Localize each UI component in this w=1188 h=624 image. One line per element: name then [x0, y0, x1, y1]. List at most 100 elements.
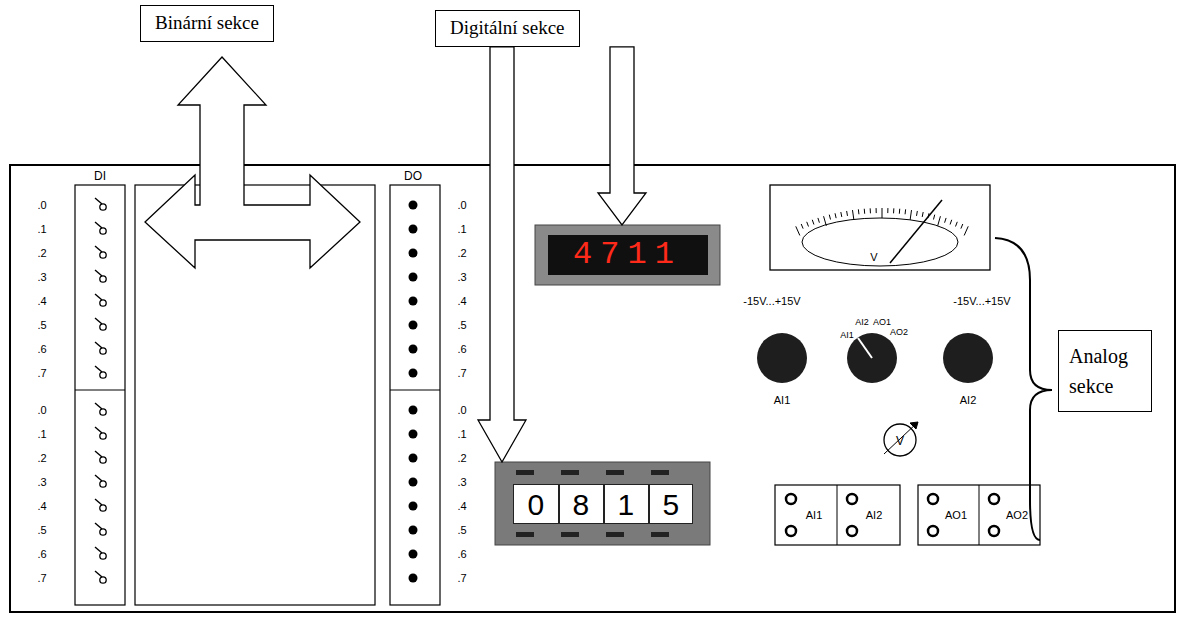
- scale-tick: [835, 213, 836, 218]
- switch-lever: [95, 342, 102, 348]
- switch-pivot: [100, 324, 106, 330]
- wheel-tick: [606, 532, 624, 537]
- scale-tick: [796, 226, 800, 235]
- di-column: [75, 185, 125, 605]
- node-text: Binární sekce: [155, 12, 259, 33]
- bit-number: .5: [457, 525, 466, 536]
- switch-pivot: [100, 409, 106, 415]
- led-dot: [409, 454, 418, 463]
- led-dot: [409, 550, 418, 559]
- switch-pivot: [100, 529, 106, 535]
- led-dots: [409, 201, 418, 583]
- signal-label: AI1: [840, 331, 854, 340]
- switch-lever: [95, 294, 102, 300]
- scale-tick: [922, 212, 924, 217]
- bit-number: .7: [37, 368, 46, 379]
- meter-scale: [796, 208, 968, 235]
- switch-lever: [95, 366, 102, 372]
- scale-tick: [910, 210, 911, 220]
- selector-knob: [847, 333, 897, 383]
- port-label: DI: [94, 170, 106, 182]
- switch-lever: [95, 246, 102, 252]
- wheel-tick: [516, 470, 534, 475]
- node-text: Digitální sekce: [450, 17, 565, 38]
- bit-number: .0: [457, 200, 466, 211]
- scale-tick: [846, 211, 848, 216]
- scale-tick: [950, 220, 952, 225]
- led-dot: [409, 526, 418, 535]
- section-callout: Digitální sekce: [435, 10, 580, 47]
- scale-tick: [829, 215, 830, 220]
- scale-tick: [876, 208, 877, 213]
- bit-number: .6: [37, 549, 46, 560]
- bit-number: .7: [457, 573, 466, 584]
- switch-pivot: [100, 457, 106, 463]
- switch-pivot: [100, 348, 106, 354]
- port-label: DO: [404, 170, 422, 182]
- analog-bracket: [995, 238, 1052, 540]
- switch-pivot: [100, 433, 106, 439]
- node-text: Analog sekce: [1069, 345, 1128, 397]
- node-text: 4711: [548, 235, 708, 275]
- bit-number: .3: [457, 272, 466, 283]
- bit-number: .3: [457, 477, 466, 488]
- led-dot: [409, 225, 418, 234]
- knob-ai2: [943, 333, 993, 383]
- signal-label: AI1: [806, 510, 823, 521]
- thumbwheel-frame: [495, 462, 710, 545]
- bit-number: .2: [457, 453, 466, 464]
- output-jacks: [918, 485, 1040, 545]
- switch-pivot: [100, 372, 106, 378]
- bit-number: .3: [37, 477, 46, 488]
- signal-label: AO2: [890, 328, 908, 337]
- scale-tick: [801, 224, 803, 229]
- bit-number: .2: [37, 248, 46, 259]
- bit-number: .3: [37, 272, 46, 283]
- bit-number: .7: [457, 368, 466, 379]
- knob-ai1: [757, 333, 807, 383]
- led-dot: [409, 406, 418, 415]
- bit-number: .6: [457, 344, 466, 355]
- scale-tick: [858, 209, 860, 214]
- switch-lever: [95, 547, 102, 553]
- wheel-tick: [651, 470, 669, 475]
- bit-number: .6: [37, 344, 46, 355]
- signal-label: AO2: [1006, 510, 1028, 521]
- bit-number: .2: [457, 248, 466, 259]
- scale-tick: [938, 216, 941, 226]
- switch-lever: [95, 499, 102, 505]
- node-text: 0815: [513, 484, 693, 524]
- switch-pivot: [100, 553, 106, 559]
- bit-number: .5: [37, 525, 46, 536]
- signal-label: -15V...+15V: [743, 296, 800, 307]
- bit-number: .1: [37, 224, 46, 235]
- wheel-tick: [606, 470, 624, 475]
- switch-lever: [95, 571, 102, 577]
- bit-number: .4: [37, 501, 46, 512]
- section-callout: Binární sekce: [140, 5, 274, 42]
- bit-number: .5: [37, 320, 46, 331]
- bit-number: .6: [457, 549, 466, 560]
- jack-socket: [928, 494, 938, 504]
- scale-tick: [961, 224, 963, 229]
- binary-arrow: [145, 57, 360, 268]
- led-dot: [409, 345, 418, 354]
- scale-tick: [899, 209, 900, 214]
- label-field: [135, 185, 375, 605]
- bit-number: .5: [457, 320, 466, 331]
- wheel-tick: [516, 532, 534, 537]
- do-divider: [390, 390, 440, 391]
- switch-pivot: [100, 481, 106, 487]
- switch-pivot: [100, 300, 106, 306]
- section-callout: Analog sekce: [1058, 330, 1152, 412]
- switch-pivot: [100, 577, 106, 583]
- bit-number: .1: [457, 224, 466, 235]
- jack-socket: [989, 494, 999, 504]
- switch-lever: [95, 222, 102, 228]
- bit-number: .0: [37, 405, 46, 416]
- switch-lever: [95, 427, 102, 433]
- switch-pivot: [100, 276, 106, 282]
